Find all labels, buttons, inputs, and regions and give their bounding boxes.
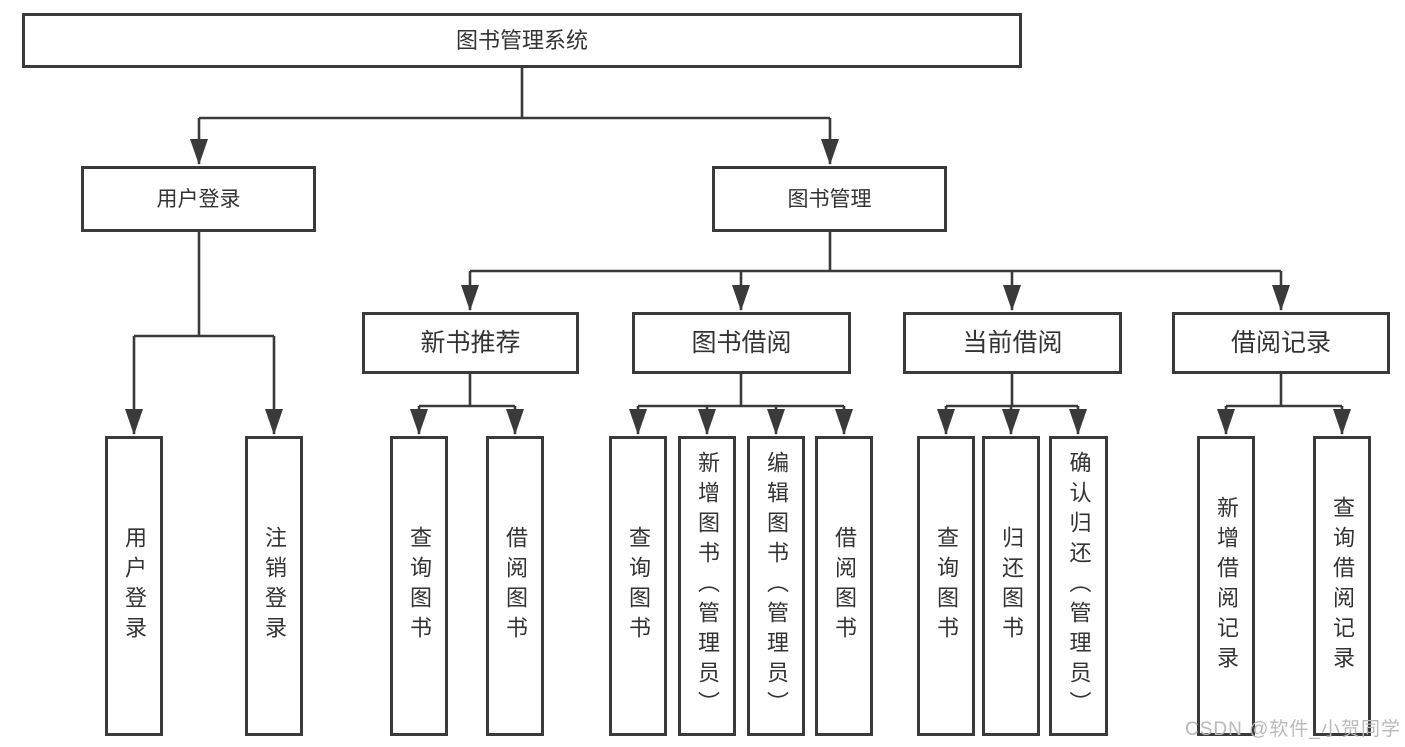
node-current-borrow-label: 当前借阅: [962, 328, 1063, 357]
leaf-newbook-query: 查询图书: [390, 436, 448, 736]
node-borrow-records: 借阅记录: [1172, 312, 1390, 374]
node-book-borrow-label: 图书借阅: [691, 328, 792, 357]
node-root-label: 图书管理系统: [455, 27, 588, 53]
node-user-login-label: 用户登录: [156, 187, 241, 211]
leaf-records-add: 新增借阅记录: [1197, 436, 1255, 736]
leaf-records-query: 查询借阅记录: [1313, 436, 1371, 736]
leaf-newbook-borrow: 借阅图书: [486, 436, 544, 736]
node-user-login: 用户登录: [81, 166, 316, 232]
leaf-current-return: 归还图书: [982, 436, 1040, 736]
leaf-logout: 注销登录: [245, 436, 303, 736]
leaf-bookborrow-query: 查询图书: [609, 436, 667, 736]
leaf-bookborrow-edit-admin: 编辑图书（管理员）: [747, 436, 805, 736]
node-new-book-recommend-label: 新书推荐: [420, 328, 521, 357]
leaf-bookborrow-add-admin: 新增图书（管理员）: [678, 436, 736, 736]
leaf-bookborrow-borrow: 借阅图书: [815, 436, 873, 736]
node-book-management: 图书管理: [712, 166, 947, 232]
node-book-borrow: 图书借阅: [632, 312, 851, 374]
node-book-management-label: 图书管理: [787, 187, 872, 211]
node-new-book-recommend: 新书推荐: [362, 312, 579, 374]
node-current-borrow: 当前借阅: [903, 312, 1122, 374]
node-borrow-records-label: 借阅记录: [1230, 328, 1331, 357]
leaf-current-query: 查询图书: [917, 436, 975, 736]
leaf-user-login: 用户登录: [105, 436, 163, 736]
leaf-current-confirm-admin: 确认归还（管理员）: [1049, 436, 1108, 736]
csdn-watermark: CSDN @软件_小贺同学: [1185, 719, 1401, 740]
node-root: 图书管理系统: [22, 13, 1022, 68]
